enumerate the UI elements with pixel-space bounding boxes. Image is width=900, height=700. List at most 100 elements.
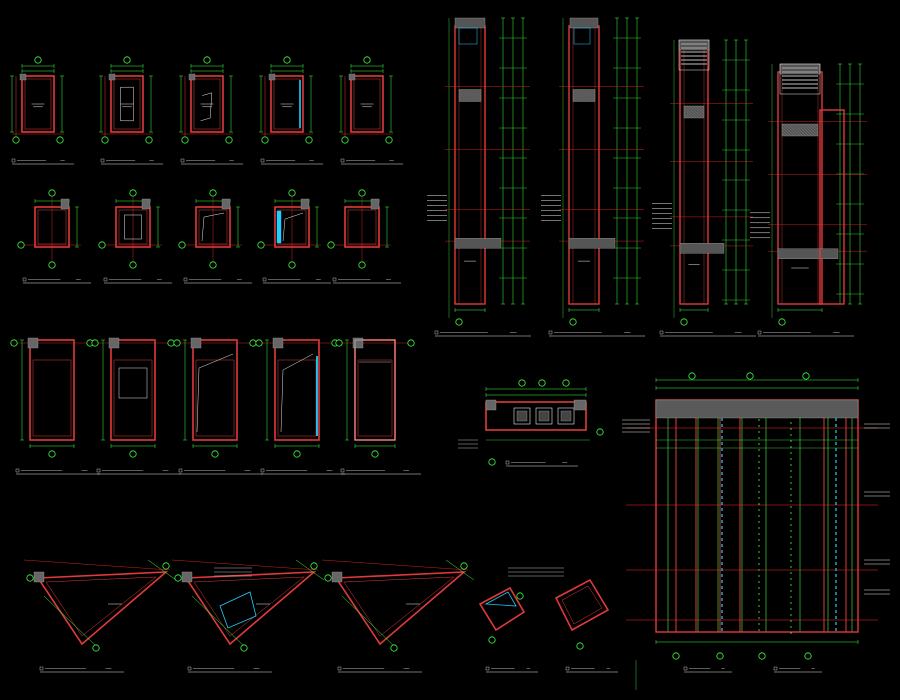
axis-bubble-icon <box>17 241 25 249</box>
shaft-plan-detail <box>10 337 100 475</box>
hatch-stroke <box>572 89 586 102</box>
axis-bubble-icon <box>178 241 186 249</box>
caption-marker <box>22 277 27 282</box>
shaft-plan-detail <box>257 189 331 284</box>
axis-bubble-icon <box>145 136 153 144</box>
hatch-stroke <box>683 114 688 119</box>
axis-bubble-icon <box>335 339 343 347</box>
axis-line <box>171 559 319 571</box>
hatch-stroke <box>578 89 592 102</box>
triangular-shaft-plan <box>23 559 177 673</box>
caption-marker <box>683 666 688 671</box>
axis-bubble-icon <box>225 136 233 144</box>
shaft-wall <box>195 206 231 248</box>
shaft-outline-white <box>354 339 396 441</box>
axis-bubble-icon <box>672 652 680 660</box>
shaft-plan-detail <box>17 189 91 284</box>
shaft-plan-detail <box>335 337 421 475</box>
hatch-stroke <box>467 89 481 102</box>
axis-bubble-icon <box>209 189 217 197</box>
shaft-wall <box>485 401 587 431</box>
shaft-section-detail <box>541 17 645 337</box>
slab-hatch-icon <box>454 238 502 249</box>
duct-box <box>535 407 553 425</box>
shaft-plan-detail <box>178 189 252 284</box>
axis-bubble-icon <box>92 644 100 652</box>
hatch-stroke <box>802 123 816 137</box>
hatch-stroke <box>814 123 819 128</box>
shaft-inner-line <box>347 209 377 245</box>
caption-marker <box>100 158 105 163</box>
column-hatch-icon <box>300 198 310 210</box>
pipe-shaft-plan-detail <box>458 379 604 467</box>
triangular-shaft-plan <box>171 559 325 673</box>
hatch-stroke <box>470 89 482 100</box>
axis-bubble-icon <box>48 261 56 269</box>
axis-bubble-icon <box>26 574 34 582</box>
axis-bubble-icon <box>167 339 175 347</box>
axis-bubble-icon <box>129 450 137 458</box>
column-hatch-icon <box>352 337 364 349</box>
shaft-inner-line <box>113 78 141 130</box>
hatch-stroke <box>572 92 583 102</box>
shaft-wall <box>554 578 610 632</box>
hatch-stroke <box>781 132 786 137</box>
caption-marker <box>505 460 510 465</box>
shaft-inner-line <box>195 359 235 437</box>
hatch-stroke <box>796 123 810 137</box>
axis-bubble-icon <box>129 261 137 269</box>
hatch-stroke <box>572 98 577 102</box>
shaft-plan-detail <box>91 337 181 475</box>
car-outline <box>124 214 142 240</box>
hatch-stroke <box>692 105 705 118</box>
dimension-line <box>445 559 475 581</box>
axis-bubble-icon <box>358 189 366 197</box>
caption-marker <box>340 468 345 473</box>
hatch-stroke <box>575 89 589 102</box>
hatch-stroke <box>686 105 700 119</box>
caption-marker <box>773 666 778 671</box>
duct-hatch-icon <box>516 410 528 422</box>
hatch-stroke <box>683 105 697 119</box>
axis-line <box>23 559 171 571</box>
axis-bubble-icon <box>288 189 296 197</box>
column-hatch-icon <box>331 571 343 583</box>
slab-hatch-icon <box>655 399 859 419</box>
shaft-inner-line <box>113 359 153 437</box>
rotated-shaft-plan <box>554 578 618 673</box>
axis-bubble-icon <box>516 592 524 600</box>
shaft-plan-detail <box>173 337 263 475</box>
shaft-wall <box>274 339 320 441</box>
hatch-stroke <box>781 126 792 137</box>
shaft-wall <box>454 25 486 305</box>
dimension-line <box>295 559 325 581</box>
shaft-inner-line <box>343 576 455 637</box>
caption-marker <box>340 158 345 163</box>
axis-bubble-icon <box>802 372 810 380</box>
louver-frame <box>779 63 821 95</box>
shaft-plan-detail <box>179 56 243 165</box>
glass-panel <box>573 27 591 45</box>
hatch-stroke <box>581 89 595 102</box>
axis-bubble-icon <box>12 136 20 144</box>
caption-marker <box>262 277 267 282</box>
axis-bubble-icon <box>363 56 371 64</box>
axis-bubble-icon <box>162 562 170 570</box>
hatch-stroke <box>787 123 801 137</box>
duct-hatch-icon <box>538 410 550 422</box>
caption-marker <box>187 666 192 671</box>
hatch-stroke <box>790 123 804 137</box>
caption-marker <box>178 468 183 473</box>
hatch-stroke <box>458 89 472 102</box>
axis-bubble-icon <box>371 450 379 458</box>
hatch-stroke <box>781 123 795 137</box>
column-hatch-icon <box>221 198 231 210</box>
glass-panel <box>219 591 257 629</box>
axis-bubble-icon <box>123 56 131 64</box>
shaft-wall <box>819 109 845 305</box>
axis-bubble-icon <box>203 56 211 64</box>
flue-outline <box>200 92 213 122</box>
hatch-stroke <box>590 89 596 94</box>
shaft-wall <box>350 75 384 133</box>
